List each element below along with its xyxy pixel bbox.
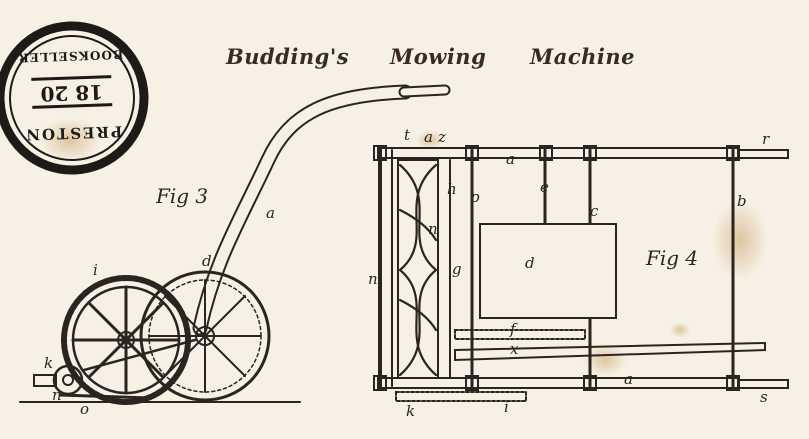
fig4-label-c: c: [590, 202, 599, 220]
fig3-gear-wheel: [61, 275, 191, 405]
fig3-label-i: i: [93, 261, 98, 279]
fig4-label-n-blade: n: [428, 220, 438, 238]
fig4-caption: Fig 4: [646, 246, 699, 270]
fig3-front-roller: [33, 338, 197, 400]
fig4-label-d: d: [525, 254, 535, 272]
fig4-label-a-top-left: a: [424, 128, 433, 146]
library-stamp: 18 20 PRESTON BOOKSELLER: [0, 21, 149, 175]
title-word-budding: Budding's: [226, 44, 350, 69]
fig4-label-k: k: [406, 402, 416, 420]
fig4-label-b: b: [737, 192, 747, 210]
fig4-label-t: t: [404, 126, 411, 144]
title-word-machine: Machine: [530, 44, 636, 69]
fig4-label-g: g: [452, 260, 462, 278]
fig4-label-e: e: [540, 178, 549, 196]
fig4-label-i: i: [504, 398, 509, 416]
fig4-label-z: z: [438, 128, 446, 146]
fig4-label-h: h: [447, 180, 457, 198]
fig4-label-f: f: [510, 320, 516, 338]
foxing-stains: [40, 118, 768, 376]
fig3-caption: Fig 3: [156, 184, 209, 208]
fig3-mower-side-view: [19, 84, 451, 405]
fig3-label-d: d: [202, 252, 212, 270]
fig4-label-a-top: a: [506, 150, 515, 168]
stamp-bottom-line: BOOKSELLER: [18, 47, 124, 65]
title-word-mowing: Mowing: [390, 44, 487, 69]
fig4-label-s: s: [760, 388, 768, 406]
fig3-label-a: a: [266, 204, 275, 222]
fig3-label-k: k: [44, 354, 54, 372]
fig4-spiral-blades: [398, 163, 438, 377]
stamp-date: 18 20: [40, 80, 103, 106]
fig4-label-n-side: n: [368, 270, 378, 288]
fig4-label-a-bottom: a: [624, 370, 633, 388]
fig3-label-n: n: [52, 386, 62, 404]
fig4-label-x: x: [510, 340, 519, 358]
fig4-mower-top-view: [373, 145, 789, 402]
stamp-top-line: PRESTON: [24, 122, 123, 143]
fig3-label-o: o: [80, 400, 90, 418]
fig4-label-p: p: [470, 188, 480, 206]
fig4-label-r: r: [762, 130, 770, 148]
